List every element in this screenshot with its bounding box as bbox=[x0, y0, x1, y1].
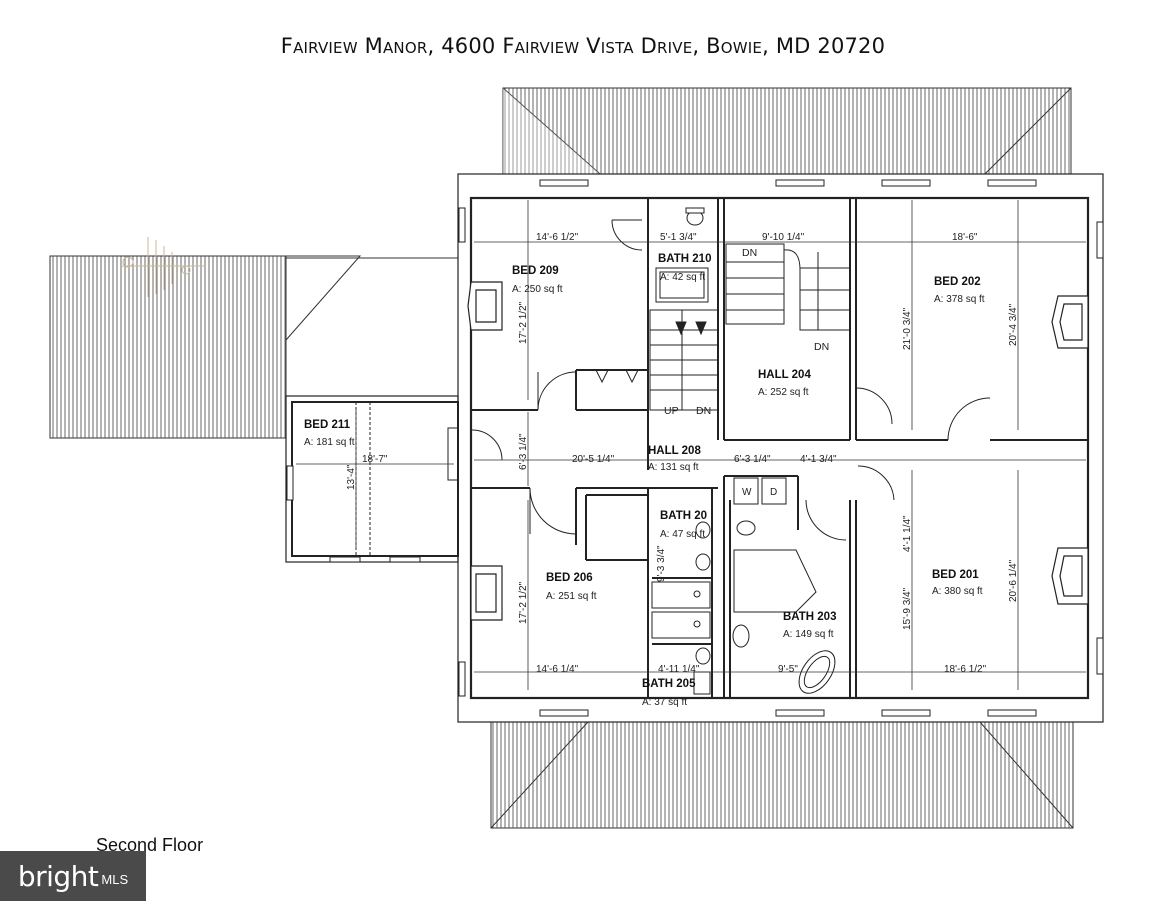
room-name: BATH 210 bbox=[658, 253, 711, 265]
dimension-label: 5'-1 3/4" bbox=[660, 232, 697, 243]
floor-caption: Second Floor bbox=[96, 835, 204, 855]
room-area: A: 250 sq ft bbox=[512, 284, 563, 295]
dimension-label: 17'-2 1/2" bbox=[518, 581, 529, 624]
dimension-lines bbox=[296, 200, 1086, 690]
room-name: BATH 205 bbox=[642, 678, 696, 690]
dimension-label: 17'-2 1/2" bbox=[518, 301, 529, 344]
dimension-label: 9'-10 1/4" bbox=[762, 232, 805, 243]
toilet-icon bbox=[685, 207, 756, 665]
dimension-label: 20'-5 1/4" bbox=[572, 454, 615, 465]
bathtub-icon bbox=[732, 549, 836, 694]
fireplace-icon bbox=[467, 281, 1089, 621]
room-name: HALL 204 bbox=[758, 369, 811, 381]
room-name: BED 202 bbox=[934, 276, 981, 288]
roof-bottom bbox=[490, 721, 1074, 829]
interior-walls bbox=[471, 198, 1088, 698]
room-area: A: 181 sq ft bbox=[304, 437, 355, 448]
dimension-label: 4'-1 1/4" bbox=[902, 515, 913, 552]
room-name: BATH 203 bbox=[783, 611, 836, 623]
dimension-label: 18'-7" bbox=[362, 454, 388, 465]
staircase bbox=[649, 243, 850, 411]
dryer-label: D bbox=[770, 487, 777, 498]
room-area: A: 251 sq ft bbox=[546, 591, 597, 602]
washer-dryer-icon bbox=[733, 477, 787, 505]
plan-title: Fairview Manor, 4600 Fairview Vista Driv… bbox=[280, 34, 886, 58]
washer-label: W bbox=[742, 487, 752, 498]
room-name: BED 209 bbox=[512, 265, 559, 277]
stair-direction-label: DN bbox=[814, 341, 829, 353]
dimension-label: 15'-9 3/4" bbox=[902, 587, 913, 630]
roof-top bbox=[502, 87, 1072, 175]
lightning-rod-icon bbox=[122, 237, 205, 297]
brand-watermark: bright MLS bbox=[0, 851, 146, 901]
room-area: A: 131 sq ft bbox=[648, 462, 699, 473]
dimension-label: 13'-4" bbox=[346, 464, 357, 490]
stair-labels: DN DN UP DN bbox=[664, 247, 829, 417]
dimension-label: 20'-6 1/4" bbox=[1008, 559, 1019, 602]
room-labels: BED 209 A: 250 sq ft BATH 210 A: 42 sq f… bbox=[304, 253, 985, 708]
watermark-brand: bright bbox=[17, 859, 99, 893]
dimension-label: 4'-11 1/4" bbox=[658, 664, 700, 675]
dimension-label: 4'-1 3/4" bbox=[800, 454, 837, 465]
dimension-label: 20'-4 3/4" bbox=[1008, 303, 1019, 346]
room-area: A: 378 sq ft bbox=[934, 294, 985, 305]
room-name: BED 206 bbox=[546, 572, 593, 584]
appliance-labels: W D bbox=[742, 487, 777, 498]
doors bbox=[471, 219, 991, 541]
stair-direction-label: DN bbox=[696, 405, 711, 417]
dimension-label: 6'-3 1/4" bbox=[518, 433, 529, 470]
dimension-label: 18'-6" bbox=[952, 232, 978, 243]
dimension-labels: 14'-6 1/2" 5'-1 3/4" 9'-10 1/4" 18'-6" 1… bbox=[346, 232, 1019, 675]
dimension-label: 9'-5" bbox=[778, 664, 798, 675]
windows bbox=[286, 179, 1104, 717]
stair-direction-label: UP bbox=[664, 405, 679, 417]
room-name: BED 201 bbox=[932, 569, 979, 581]
room-area: A: 149 sq ft bbox=[783, 629, 834, 640]
dimension-label: 18'-6 1/2" bbox=[944, 664, 987, 675]
shower-icon bbox=[655, 267, 709, 303]
room-name: HALL 208 bbox=[648, 445, 701, 457]
room-area: A: 47 sq ft bbox=[660, 529, 705, 540]
room-name: BED 211 bbox=[304, 419, 351, 431]
dimension-label: 6'-3 1/4" bbox=[734, 454, 771, 465]
roof-left-wing bbox=[49, 255, 458, 439]
dimension-label: 14'-6 1/2" bbox=[536, 232, 579, 243]
room-area: A: 42 sq ft bbox=[660, 272, 705, 283]
watermark-suffix: MLS bbox=[101, 871, 129, 887]
house-outline bbox=[457, 173, 1104, 723]
sink-icon bbox=[651, 581, 711, 695]
room-area: A: 380 sq ft bbox=[932, 586, 983, 597]
room-area: A: 37 sq ft bbox=[642, 697, 687, 708]
dimension-label: 14'-6 1/4" bbox=[536, 664, 579, 675]
room-name: BATH 20 bbox=[660, 510, 707, 522]
dimension-label: 9'-3 3/4" bbox=[656, 545, 667, 582]
stair-direction-label: DN bbox=[742, 247, 757, 259]
dimension-label: 21'-0 3/4" bbox=[902, 307, 913, 350]
room-area: A: 252 sq ft bbox=[758, 387, 809, 398]
